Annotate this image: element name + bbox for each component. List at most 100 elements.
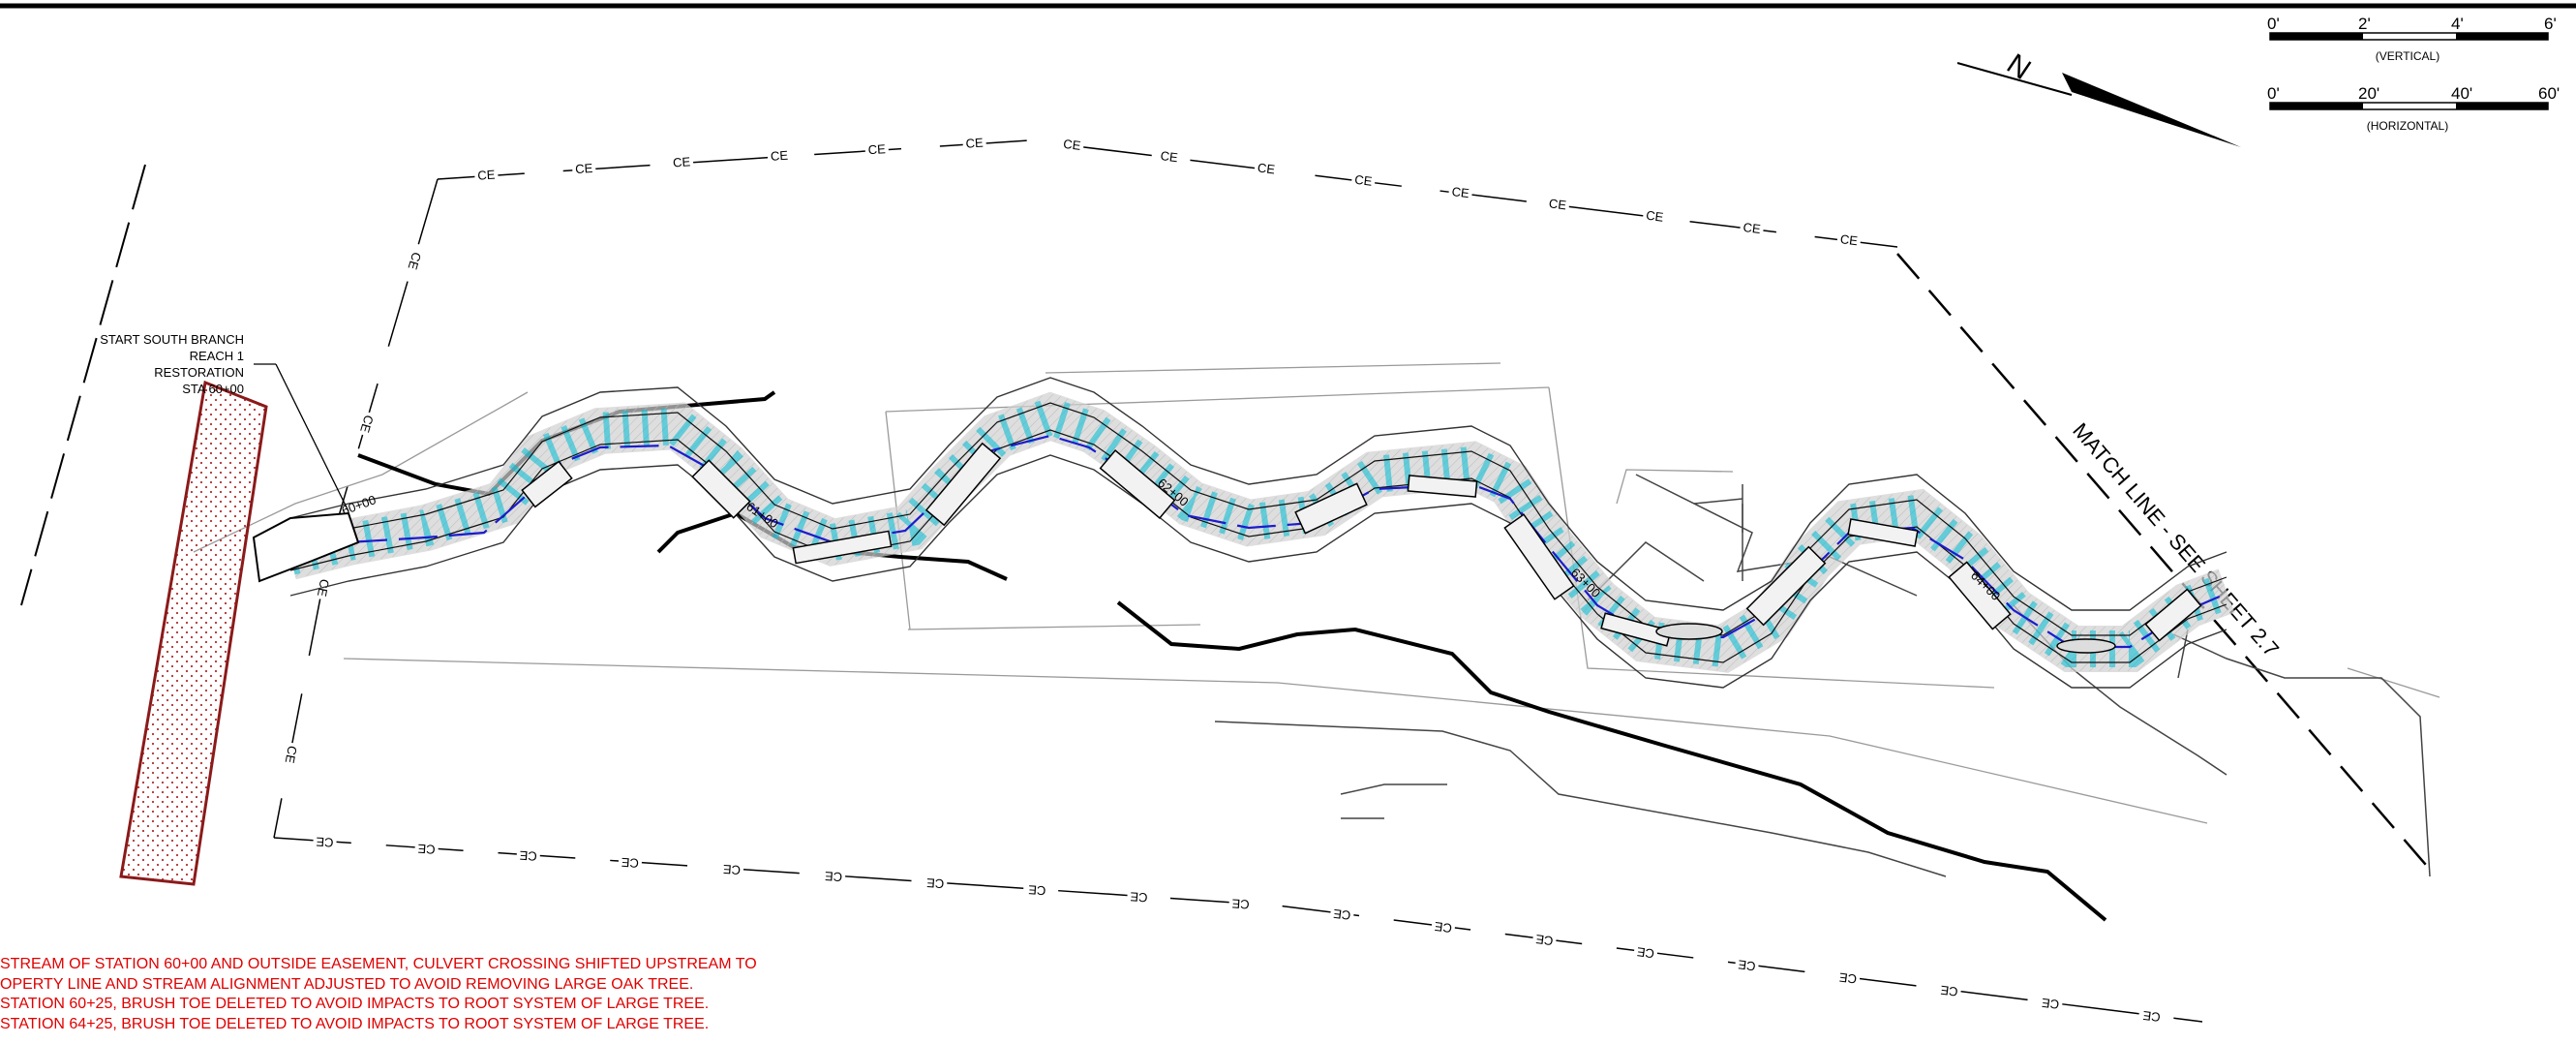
rock-structure: [1294, 482, 1368, 535]
easement-label-upper: CE: [965, 136, 984, 151]
easement-label-upper: CE: [1354, 172, 1374, 189]
easement-label-bg: [516, 847, 541, 864]
easement-label-bg: [1545, 196, 1570, 213]
easement-label-bg: [1127, 889, 1151, 906]
easement-label-bg: [1836, 231, 1862, 249]
revision-note: OPERTY LINE AND STREAM ALIGNMENT ADJUSTE…: [0, 976, 693, 993]
easement-label-lower: CE: [1534, 932, 1554, 948]
easement-label-bg: [821, 869, 846, 884]
easement-upper-line: [437, 139, 1898, 248]
north-label: N: [2001, 47, 2036, 85]
easement-label-lower: CE: [824, 869, 842, 884]
easement-label-bg: [864, 141, 890, 158]
easement-label-bg: [1156, 148, 1182, 166]
tree-lines: [357, 390, 2107, 922]
easement-label-upper: CE: [1743, 220, 1762, 236]
easement-label-upper: CE: [1548, 196, 1567, 212]
scale-horizontal-tick: 40': [2451, 84, 2472, 103]
scale-vertical: 0' 2' 4' 6' (VERTICAL): [2267, 15, 2557, 63]
start-callout-line-2: REACH 1: [190, 349, 244, 363]
easement-label-bg: [1739, 220, 1765, 236]
match-line: [1896, 253, 2433, 873]
easement-label-upper: CE: [770, 148, 788, 164]
rock-structure: [1745, 545, 1827, 627]
easement-label-lower: CE: [1939, 983, 1958, 999]
start-callout-leader-2: [275, 363, 349, 512]
easement-label-lower: CE: [316, 834, 334, 849]
easement-label-lower: CE: [621, 855, 639, 871]
easement-label-lower: CE: [1434, 919, 1453, 936]
start-callout-line-3: RESTORATION: [154, 365, 244, 380]
easement-label-upper: CE: [673, 154, 691, 169]
easement-label-upper: CE: [1839, 231, 1859, 248]
easement-label-bg: [313, 834, 337, 850]
easement-label-upper: CE: [1257, 160, 1276, 176]
scale-horizontal-tick: 0': [2267, 84, 2280, 103]
easement-label-upper: CE: [1451, 184, 1470, 200]
easement-label-bg: [767, 148, 792, 164]
easement-label-lower: CE: [519, 848, 537, 864]
easement-label-bg: [2038, 995, 2063, 1012]
easement-label-bg: [414, 841, 439, 857]
easement-label-lower: CE: [722, 862, 741, 877]
easement-label-lower: CE: [925, 875, 944, 891]
easement-label-bg: [669, 154, 694, 170]
easement-label-bg: [356, 411, 378, 438]
easement-label-bg: [923, 875, 948, 891]
easement-label-bg: [282, 741, 300, 768]
rock-structure: [691, 459, 751, 519]
north-arrow: N: [1956, 47, 2241, 147]
easement-label-upper: CE: [1645, 208, 1664, 225]
easement-label-left: CE: [406, 251, 425, 272]
scale-vertical-tick: 6': [2544, 15, 2557, 33]
scale-horizontal-tick: 20': [2358, 84, 2379, 103]
easement-label-bg: [1228, 896, 1254, 912]
existing-grade-dark: [1214, 474, 2431, 877]
scale-horizontal: 0' 20' 40' 60' (HORIZONTAL): [2267, 84, 2560, 133]
start-callout-line-1: START SOUTH BRANCH: [100, 332, 244, 347]
rock-structure: [1847, 518, 1919, 547]
easement-label-lower: CE: [417, 842, 436, 857]
scale-horizontal-tick: 60': [2538, 84, 2560, 103]
easement-label-upper: CE: [575, 161, 593, 176]
easement-label-bg: [571, 161, 596, 176]
pool: [2056, 638, 2116, 654]
revision-note: STATION 64+25, BRUSH TOE DELETED TO AVOI…: [0, 1016, 709, 1032]
scale-vertical-caption: (VERTICAL): [2376, 49, 2440, 63]
easement-label-bg: [405, 247, 425, 274]
pool: [1655, 623, 1723, 640]
easement-label-bg: [1531, 932, 1558, 949]
easement-label-left: CE: [357, 414, 377, 435]
easement-label-lower: CE: [1130, 889, 1148, 905]
scale-vertical-tick: 2': [2358, 15, 2371, 33]
scale-vertical-tick: 0': [2267, 15, 2280, 33]
easement-label-bg: [1350, 171, 1377, 189]
easement-label-upper: CE: [867, 141, 886, 157]
easement-label-bg: [2138, 1007, 2165, 1025]
rock-structure: [792, 530, 893, 565]
easement-label-upper: CE: [1160, 148, 1179, 165]
rock-structure: [924, 442, 1002, 527]
easement-label-lower: CE: [1231, 896, 1250, 911]
easement-label-lower: CE: [1332, 906, 1351, 923]
easement-label-bg: [719, 862, 744, 877]
easement-label-bg: [1431, 919, 1456, 936]
rock-structure: [1099, 449, 1176, 519]
easement-label-lower: CE: [1838, 969, 1858, 986]
easement-label-bg: [1835, 969, 1861, 987]
easement-label-bg: [1254, 160, 1279, 177]
revision-note: STATION 60+25, BRUSH TOE DELETED TO AVOI…: [0, 996, 709, 1012]
easement-label-bg: [1633, 944, 1658, 962]
rock-structures: [521, 442, 2202, 654]
easement-labels: CE CE CE CE CE CE CE CE CE CE CE CE CE CE CE CE CE CE CE CE…: [282, 135, 2165, 1025]
property-line-left: [20, 164, 146, 606]
easement-label-lower: CE: [1737, 957, 1756, 973]
easement-lower-line: [273, 837, 2203, 1023]
stream-corridor: [285, 377, 2235, 689]
rock-structure: [1503, 513, 1575, 600]
easement-label-lower: CE: [2041, 996, 2060, 1012]
easement-label-bg: [1734, 957, 1760, 974]
thalweg-line: [348, 434, 2223, 649]
easement-label-bg: [962, 135, 987, 151]
